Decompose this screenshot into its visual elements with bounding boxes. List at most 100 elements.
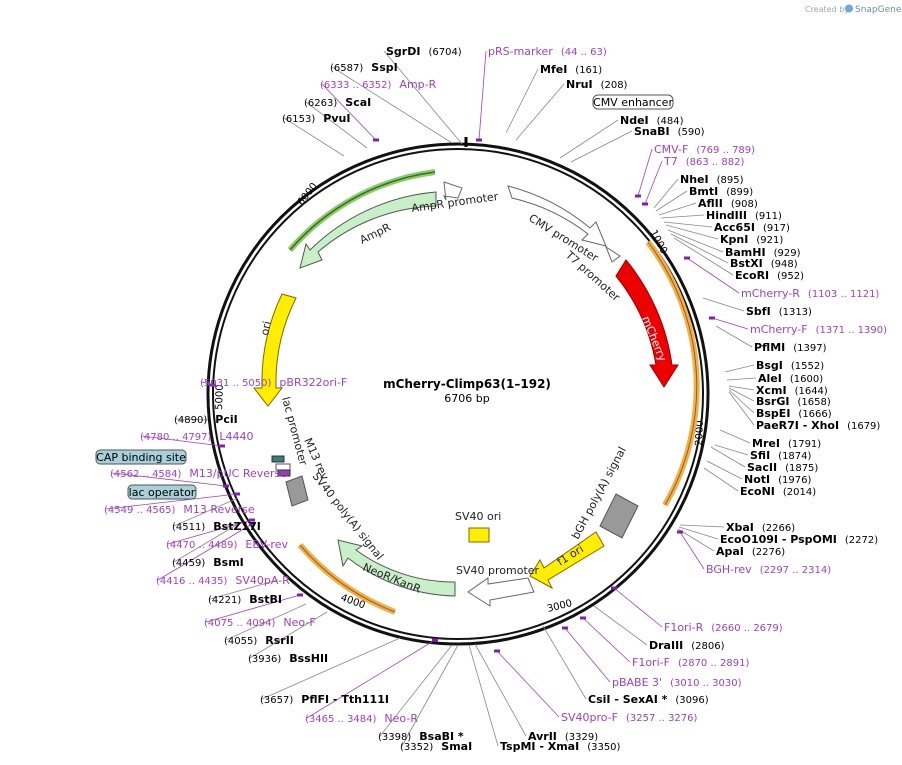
site-l-19: (3398)BsaBI *	[378, 730, 464, 743]
sv40-promoter-label: SV40 promoter	[456, 564, 540, 577]
site-r-41: SV40pro-F(3257 .. 3276)	[561, 711, 698, 724]
leader-line	[141, 435, 223, 447]
ori-label: ori	[258, 320, 274, 337]
site-r-12: Acc65I(917)	[714, 221, 790, 234]
enzyme-name: SgrDI	[386, 45, 420, 58]
cap-binding-box: CAP binding site	[95, 449, 187, 465]
leader-line	[613, 587, 663, 628]
enzyme-name: DraIII	[649, 639, 683, 652]
site-r-39: pBABE 3'(3010 .. 3030)	[612, 676, 742, 689]
site-position: (4549 .. 4565)	[104, 505, 176, 516]
site-labels: SgrDI(6704)pRS-marker(44 .. 63)MfeI(161)…	[104, 45, 887, 753]
f1-ori-feature	[529, 531, 605, 590]
leader-line	[728, 385, 755, 391]
site-position: (1976)	[778, 475, 811, 486]
site-r-37: DraIII(2806)	[649, 639, 725, 652]
bgh-feature	[599, 493, 639, 539]
site-position: (3936)	[248, 654, 281, 665]
leader-line	[660, 214, 705, 219]
site-l-11: (4459)BsmI	[172, 556, 244, 569]
cap-binding-label: CAP binding site	[96, 451, 186, 464]
site-r-8: NheI(895)	[680, 173, 744, 186]
enzyme-name: XbaI	[726, 521, 754, 534]
site-r-43: TspMI - XmaI(3350)	[500, 740, 621, 753]
primer-name: F1ori-R	[664, 621, 704, 634]
leader-line	[637, 148, 653, 197]
enzyme-name: BsaBI *	[419, 730, 464, 743]
site-position: (208)	[601, 80, 628, 91]
site-r-17: mCherry-R(1103 .. 1121)	[741, 287, 879, 300]
enzyme-name: NheI	[680, 173, 709, 186]
site-position: (6333 .. 6352)	[320, 80, 392, 91]
leader-line	[710, 446, 746, 468]
site-position: (952)	[777, 271, 804, 282]
site-l-14: (4075 .. 4094)Neo-F	[204, 616, 316, 629]
primer-name: BGH-rev	[706, 563, 752, 576]
primer-mark	[432, 638, 438, 642]
enzyme-name: ScaI	[345, 96, 371, 109]
enzyme-name: TspMI - XmaI	[500, 740, 579, 753]
site-r-9: BmtI(899)	[689, 185, 753, 198]
leader-line	[401, 644, 459, 747]
site-l-4: (5031 .. 5050)pBR322ori-F	[200, 376, 347, 389]
site-position: (1679)	[847, 421, 880, 432]
primer-mark	[642, 202, 648, 206]
tick-label-5000: 5000	[214, 384, 226, 410]
leader-line	[474, 643, 527, 737]
leader-line	[321, 83, 377, 141]
leader-line	[728, 387, 755, 402]
neo-orf-arc-line	[299, 544, 396, 613]
cmv-promoter-feature	[507, 185, 607, 247]
site-position: (2870 .. 2891)	[678, 658, 750, 669]
leader-line	[105, 493, 238, 510]
site-position: (2266)	[762, 523, 795, 534]
site-position: (1397)	[793, 343, 826, 354]
site-position: (1313)	[779, 307, 812, 318]
enzyme-name: KpnI	[720, 233, 748, 246]
enzyme-name: BsmI	[213, 556, 244, 569]
leader-line	[379, 644, 453, 737]
site-r-36: F1ori-R (2660 .. 2679)	[664, 621, 783, 634]
leader-line	[173, 497, 239, 527]
site-position: (161)	[575, 65, 602, 76]
enzyme-name: PvuI	[323, 112, 350, 125]
site-position: (590)	[678, 127, 705, 138]
site-position: (3465 .. 3484)	[305, 714, 377, 725]
site-position: (1644)	[795, 386, 828, 397]
site-l-8: (4549 .. 4565)M13 Reverse	[104, 503, 255, 516]
enzyme-name: MreI	[752, 437, 780, 450]
leader-line	[711, 317, 749, 330]
site-position: (2660 .. 2679)	[711, 623, 783, 634]
site-r-29: SacII(1875)	[747, 461, 818, 474]
site-position: (6263)	[304, 98, 337, 109]
site-position: (1791)	[788, 439, 821, 450]
primer-name: pBR322ori-F	[279, 376, 347, 389]
cmv-enhancer-box: CMV enhancer	[592, 94, 674, 110]
enzyme-name: NdeI	[620, 114, 649, 127]
site-position: (2272)	[845, 535, 878, 546]
site-position: (3352)	[400, 742, 433, 753]
site-position: (911)	[755, 211, 782, 222]
lac-operator-box: lac operator	[127, 484, 197, 500]
site-r-15: BstXI(948)	[730, 257, 798, 270]
leader-line	[175, 418, 209, 421]
site-r-30: NotI(1976)	[744, 473, 811, 486]
leader-line	[305, 101, 368, 149]
site-l-17: (3657)PflFI - Tth111I	[260, 693, 389, 706]
mcherry-orf-arc-line	[647, 241, 698, 506]
leader-line	[679, 524, 725, 528]
leader-line	[663, 221, 713, 228]
site-r-22: AleI(1600)	[758, 372, 823, 385]
site-r-35: BGH-rev(2297 .. 2314)	[706, 563, 831, 576]
leader-line	[570, 130, 633, 163]
leader-line	[703, 467, 739, 492]
site-position: (948)	[771, 259, 798, 270]
leader-line	[331, 66, 453, 144]
primer-mark	[494, 649, 500, 653]
leader-line	[673, 237, 734, 276]
enzyme-name: PflFI - Tth111I	[301, 693, 389, 706]
leader-line	[383, 50, 463, 145]
enzyme-name: BstZ17I	[213, 520, 261, 533]
site-l-6: (4780 .. 4797)L4440	[140, 430, 254, 443]
site-r-42: AvrII(3329)	[528, 730, 598, 743]
